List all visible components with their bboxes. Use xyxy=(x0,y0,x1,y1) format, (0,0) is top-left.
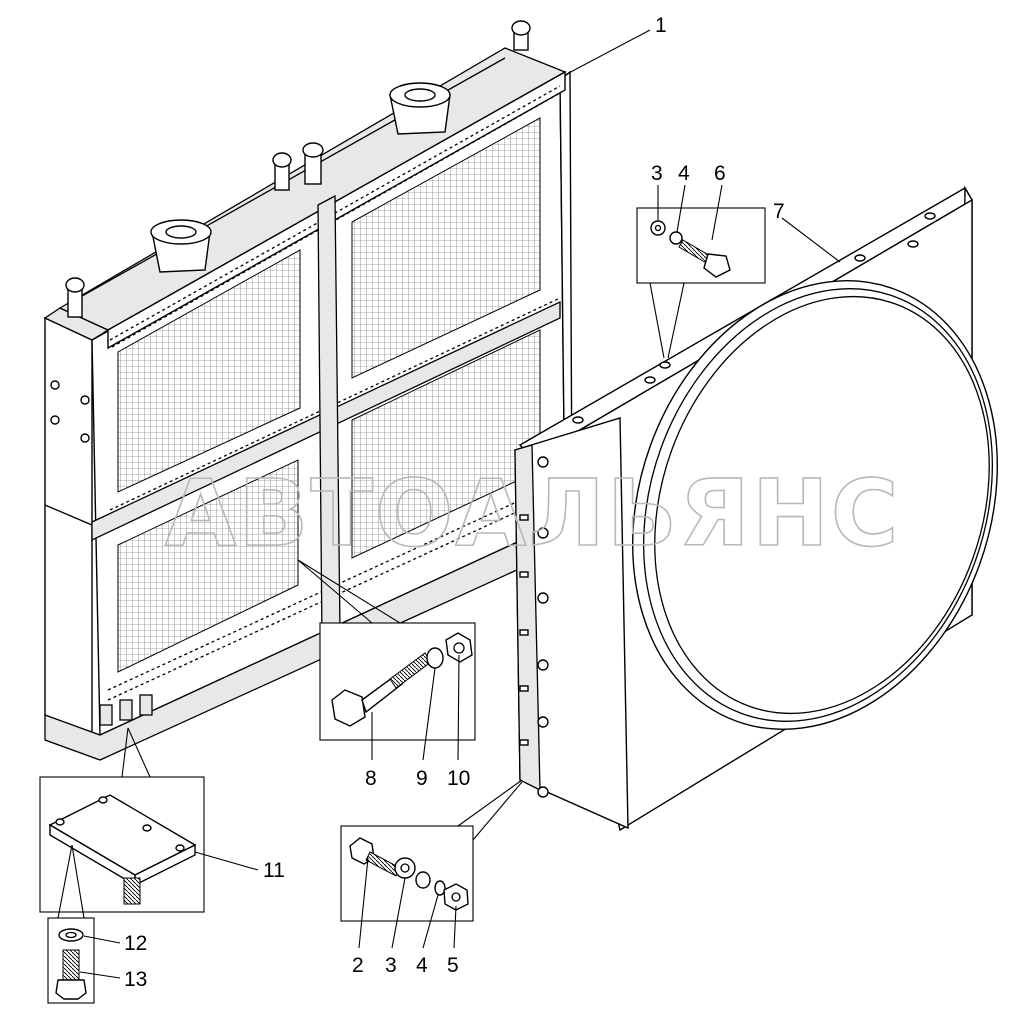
callout-10: 10 xyxy=(447,767,470,790)
detail-box-mount-plate xyxy=(39,727,205,913)
callout-5: 5 xyxy=(447,954,459,977)
callout-labels: 1 3 4 6 7 8 9 10 11 12 13 2 3 4 5 xyxy=(124,14,785,991)
lock-washer-4-top xyxy=(669,231,683,245)
washer-3-top xyxy=(650,220,666,236)
mesh-panel-upper-right xyxy=(351,117,541,379)
fan-ring xyxy=(632,280,998,730)
radiator-core xyxy=(43,20,573,761)
callout-4-bottom: 4 xyxy=(416,954,428,977)
callout-13: 13 xyxy=(124,968,147,991)
mesh-panel-upper-left xyxy=(117,249,301,493)
lock-washer-4-bottom xyxy=(434,880,446,896)
mesh-panel-lower-left xyxy=(117,459,299,673)
lifting-eye-top xyxy=(511,20,531,51)
detail-box-top-fasteners xyxy=(636,207,766,359)
nut-10 xyxy=(445,632,473,663)
callout-4-top: 4 xyxy=(678,162,690,185)
nut-5 xyxy=(443,883,469,911)
callout-3-bottom: 3 xyxy=(385,954,397,977)
detail-box-bottom-fasteners xyxy=(340,779,523,922)
shroud-side-holes xyxy=(519,456,549,798)
lifting-eye-left xyxy=(65,277,85,318)
bolt-2 xyxy=(349,837,401,877)
fan-shroud xyxy=(514,185,998,832)
filler-neck-right xyxy=(389,82,451,135)
callout-2: 2 xyxy=(352,954,364,977)
callout-11: 11 xyxy=(263,859,285,882)
callout-6: 6 xyxy=(714,162,726,185)
callout-9: 9 xyxy=(416,767,428,790)
lock-washer-9 xyxy=(426,647,444,669)
detail-box-middle-fasteners xyxy=(297,559,476,741)
bolt-6 xyxy=(678,239,731,278)
lock-washer-12 xyxy=(58,928,84,942)
callout-12: 12 xyxy=(124,932,147,955)
washer-4-bottom-a xyxy=(415,871,431,889)
callout-1: 1 xyxy=(655,14,667,37)
filler-neck-left xyxy=(150,219,212,273)
watermark-text: АВТОАЛЬЯНС xyxy=(165,460,900,567)
callout-3-top: 3 xyxy=(651,162,663,185)
mount-plate-11 xyxy=(48,794,197,905)
detail-box-lower-bolt xyxy=(47,844,95,1004)
callout-7: 7 xyxy=(773,200,785,223)
bolt-8 xyxy=(331,652,432,727)
bolt-13 xyxy=(55,949,87,1000)
callout-8: 8 xyxy=(365,767,377,790)
washer-3-bottom xyxy=(394,857,416,879)
callout-leaders xyxy=(79,29,841,979)
lifting-eye-center xyxy=(272,142,324,191)
